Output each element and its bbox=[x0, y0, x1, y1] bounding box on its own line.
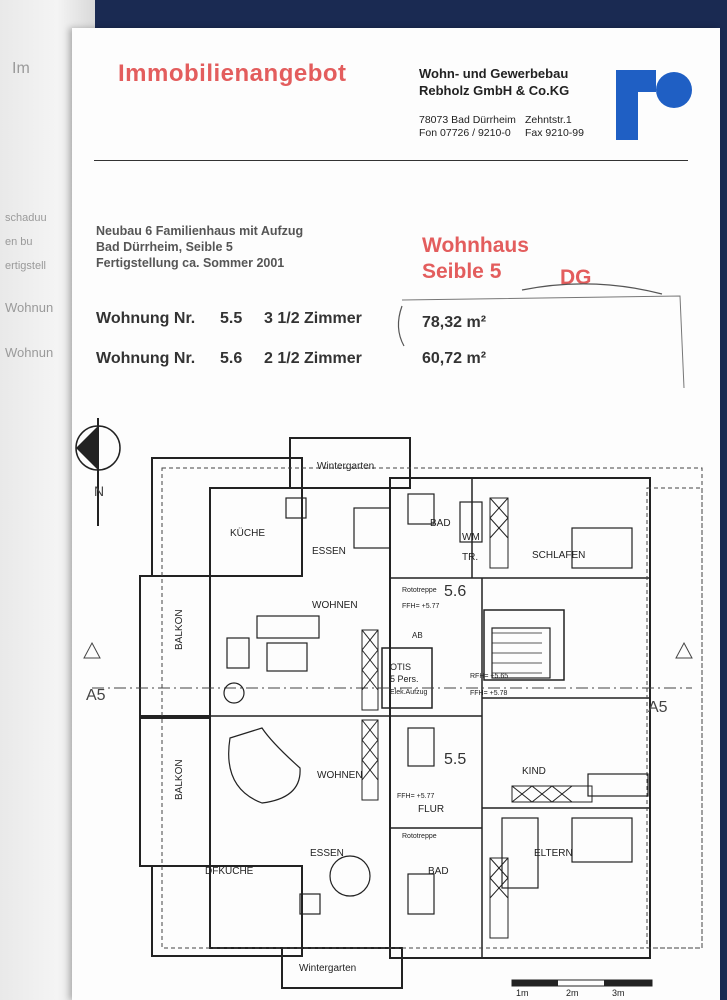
stair-label-bottom: Rototreppe bbox=[402, 833, 437, 840]
handwritten-marks bbox=[397, 283, 685, 389]
level-label-top: FFH= +5.77 bbox=[402, 603, 439, 610]
header-divider bbox=[94, 160, 688, 161]
room-label-wm: WM bbox=[462, 532, 480, 543]
building-floor: DG bbox=[560, 266, 592, 289]
north-label: N bbox=[94, 483, 104, 499]
unit-number: 5.5 bbox=[220, 310, 243, 327]
scale-label: 1m bbox=[516, 988, 529, 998]
room-label-schlafen: SCHLAFEN bbox=[532, 550, 585, 561]
unit-number: 5.6 bbox=[220, 350, 243, 367]
elevator-label3: Elek.Aufzug bbox=[390, 689, 427, 696]
building-label2: Seible 5 bbox=[422, 260, 502, 283]
unit-rooms: 2 1/2 Zimmer bbox=[264, 350, 362, 367]
page-title: Immobilienangebot bbox=[118, 60, 347, 87]
room-label-kind: KIND bbox=[522, 766, 546, 777]
left-page-fragment: Wohnun bbox=[5, 345, 54, 360]
offer-sheet: Immobilienangebot Wohn- und Gewerbebau R… bbox=[72, 28, 720, 1000]
unit-label: Wohnung Nr. bbox=[96, 350, 196, 367]
unit-rooms: 3 1/2 Zimmer bbox=[264, 310, 362, 327]
building-label1: Wohnhaus bbox=[422, 234, 529, 257]
scale-bar: 1m 2m 3m bbox=[511, 979, 653, 998]
room-label-wintergarten-bottom: Wintergarten bbox=[299, 963, 356, 974]
room-label-ab: AB bbox=[412, 631, 423, 640]
room-label-wohnen-top: WOHNEN bbox=[312, 600, 358, 611]
room-label-kueche: KÜCHE bbox=[230, 527, 265, 539]
scale-label: 3m bbox=[612, 988, 625, 998]
scale-label: 2m bbox=[566, 988, 579, 998]
left-page-fragment: en bu bbox=[5, 236, 33, 248]
level-label-rfh: RFH= +5.65 bbox=[470, 673, 508, 680]
company-name-line2: Rebholz GmbH & Co.KG bbox=[419, 83, 570, 98]
company-fax: Fax 9210-99 bbox=[525, 127, 584, 139]
room-label-essen-top: ESSEN bbox=[312, 546, 346, 557]
unit-tag-top: 5.6 bbox=[444, 583, 466, 600]
project-line3: Fertigstellung ca. Sommer 2001 bbox=[96, 256, 285, 270]
room-label-balkon-bottom: BALKON bbox=[174, 759, 185, 800]
stair-label-top: Rototreppe bbox=[402, 587, 437, 594]
left-page-fragment: ertigstell bbox=[5, 260, 46, 272]
room-label-flur: FLUR bbox=[418, 804, 444, 815]
company-name-line1: Wohn- und Gewerbebau bbox=[419, 66, 569, 81]
room-label-balkon-top: BALKON bbox=[174, 609, 185, 650]
left-page-fragment: schaduu bbox=[5, 212, 47, 224]
room-label-eltern: ELTERN bbox=[534, 848, 573, 859]
left-page-fragment: Wohnun bbox=[5, 300, 54, 315]
company-city: 78073 Bad Dürrheim bbox=[419, 114, 516, 126]
section-label-left: A5 bbox=[86, 687, 106, 704]
unit-tag-bottom: 5.5 bbox=[444, 751, 466, 768]
unit-area: 78,32 m² bbox=[422, 314, 487, 331]
unit-label: Wohnung Nr. bbox=[96, 310, 196, 327]
elevator-label1: OTIS bbox=[390, 662, 411, 672]
elevator-label2: 5 Pers. bbox=[390, 674, 419, 684]
company-logo-icon bbox=[616, 70, 692, 140]
section-label-right: A5 bbox=[648, 699, 668, 716]
floor-plan: N bbox=[75, 418, 703, 998]
company-phone: Fon 07726 / 9210-0 bbox=[419, 127, 511, 139]
room-label-bad-bottom: BAD bbox=[428, 866, 449, 877]
room-label-tr: TR. bbox=[462, 552, 478, 563]
room-label-wintergarten-top: Wintergarten bbox=[317, 461, 374, 472]
unit-area: 60,72 m² bbox=[422, 350, 487, 367]
room-label-wohnen-bottom: WOHNEN bbox=[317, 770, 363, 781]
north-arrow-icon: N bbox=[75, 418, 121, 526]
room-label-bad-top: BAD bbox=[430, 518, 451, 529]
project-line1: Neubau 6 Familienhaus mit Aufzug bbox=[96, 224, 304, 238]
company-street: Zehntstr.1 bbox=[525, 114, 572, 126]
room-label-dfkueche: DFKÜCHE bbox=[205, 865, 254, 877]
level-label-stair: FFH= +5.78 bbox=[470, 690, 507, 697]
room-label-essen-bottom: ESSEN bbox=[310, 848, 344, 859]
project-line2: Bad Dürrheim, Seible 5 bbox=[96, 240, 233, 254]
level-label-bottom: FFH= +5.77 bbox=[397, 793, 434, 800]
left-page-fragment: Im bbox=[12, 60, 30, 77]
